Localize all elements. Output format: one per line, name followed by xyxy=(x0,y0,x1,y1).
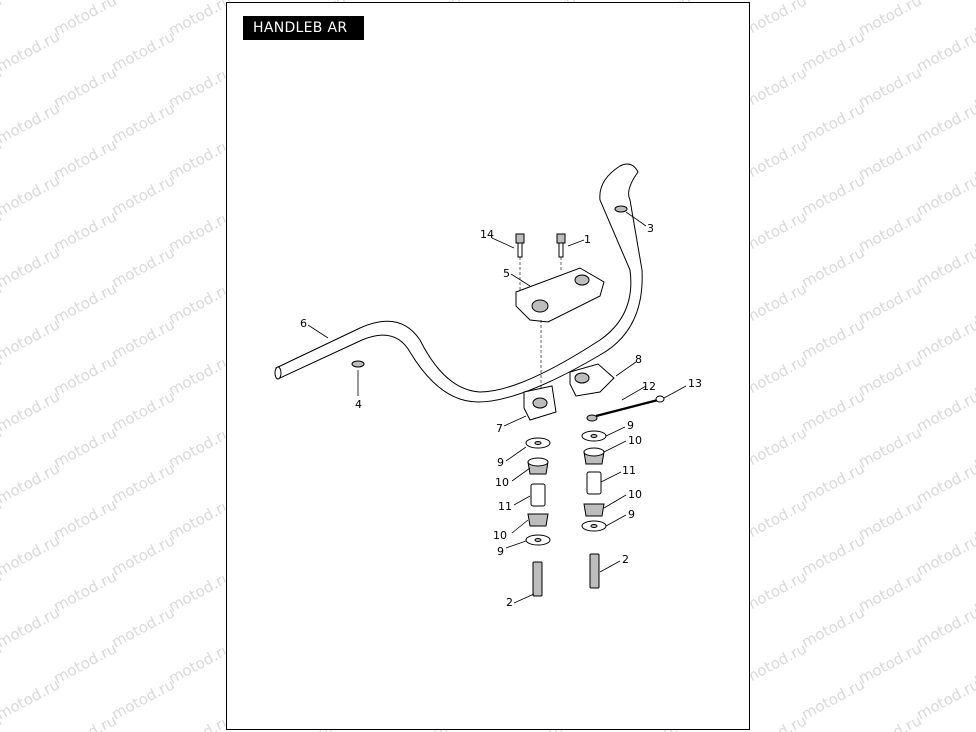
callout-10-right-top: 10 xyxy=(628,434,642,447)
left-bushing-stack xyxy=(525,437,551,597)
leader-lines xyxy=(307,211,687,604)
callout-12: 12 xyxy=(642,380,656,393)
top-clamp-5 xyxy=(515,267,605,323)
callout-labels: 14 1 3 5 6 4 8 12 13 7 9 10 11 10 9 2 9 … xyxy=(300,222,702,609)
callout-14: 14 xyxy=(480,228,494,241)
callout-9-right-top: 9 xyxy=(627,419,634,432)
ground-strap-12 xyxy=(586,395,665,422)
clip-3 xyxy=(614,205,628,213)
callout-2-left: 2 xyxy=(506,596,513,609)
callout-11-left: 11 xyxy=(498,500,512,513)
callout-4: 4 xyxy=(355,398,362,411)
callout-10-left-top: 10 xyxy=(495,476,509,489)
handlebar-tube xyxy=(274,163,643,403)
callout-10-right-bottom: 10 xyxy=(628,488,642,501)
callout-2-right: 2 xyxy=(622,553,629,566)
screw-1 xyxy=(556,233,566,258)
callout-1: 1 xyxy=(584,233,591,246)
callout-5: 5 xyxy=(503,267,510,280)
callout-3: 3 xyxy=(647,222,654,235)
riser-7 xyxy=(523,385,557,421)
right-bushing-stack xyxy=(581,430,607,589)
callout-9-right-bottom: 9 xyxy=(628,508,635,521)
callout-10-left-bottom: 10 xyxy=(493,529,507,542)
callout-9-left-bottom: 9 xyxy=(497,545,504,558)
callout-11-right: 11 xyxy=(622,464,636,477)
clip-4 xyxy=(351,360,365,368)
callout-9-left-top: 9 xyxy=(497,456,504,469)
diagram-frame xyxy=(226,2,750,730)
callout-13: 13 xyxy=(688,377,702,390)
screw-14 xyxy=(515,233,525,258)
callout-6: 6 xyxy=(300,317,307,330)
callout-7: 7 xyxy=(496,422,503,435)
riser-8 xyxy=(569,363,615,397)
callout-8: 8 xyxy=(635,353,642,366)
diagram-title: HANDLEB AR xyxy=(243,16,364,40)
